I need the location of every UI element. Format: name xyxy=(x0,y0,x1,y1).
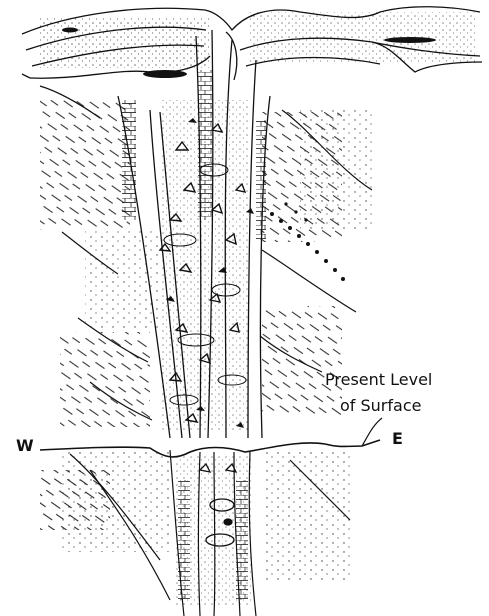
dashed-beds-left xyxy=(40,100,130,230)
lower-dotted-right xyxy=(262,450,352,580)
pipe-wall-left xyxy=(122,100,136,220)
upper-dotted-beds-right xyxy=(250,12,475,62)
lower-pipe-wall-right xyxy=(236,480,248,600)
present-level-label-line1: Present Level xyxy=(325,370,432,389)
present-level-label-line2: of Surface xyxy=(340,396,421,415)
dashed-beds-right-low xyxy=(262,306,342,416)
dotted-beds-right xyxy=(300,110,375,230)
dashed-beds-left-low xyxy=(60,332,150,427)
west-label: W xyxy=(16,436,34,455)
lower-pipe-wall-left xyxy=(178,480,190,600)
pipe-wall-right xyxy=(256,120,266,240)
upper-dotted-beds xyxy=(40,18,210,68)
lower-dashed-left xyxy=(40,470,110,530)
east-label: E xyxy=(392,429,403,448)
surface-leader-line xyxy=(362,418,382,446)
